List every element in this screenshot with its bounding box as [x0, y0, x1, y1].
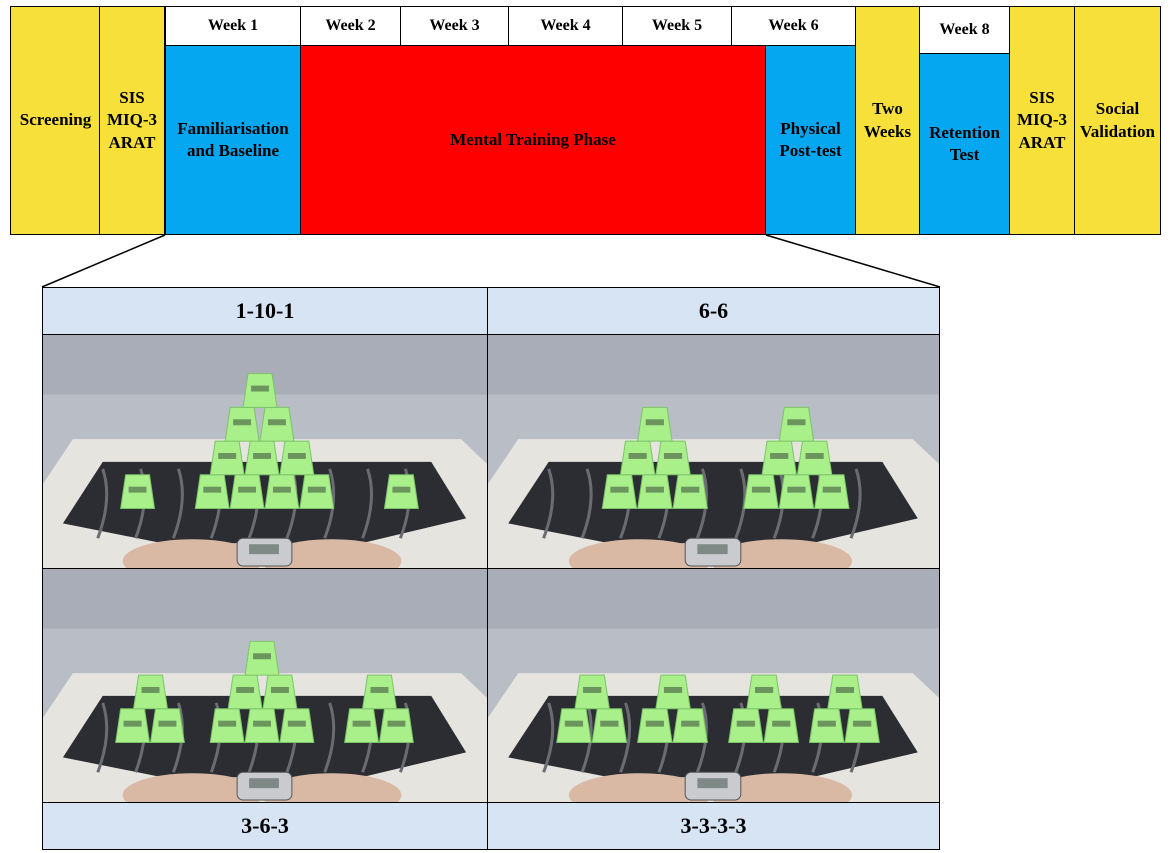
cup [619, 440, 656, 476]
week-5-header: Week 5 [622, 6, 732, 46]
photo-3-6-3 [42, 568, 488, 803]
pre-assessment-box: SIS MIQ-3 ARAT [99, 6, 165, 235]
social-validation-label: Social Validation [1080, 99, 1155, 141]
week-3-header: Week 3 [400, 6, 509, 46]
post-assessment-box: SIS MIQ-3 ARAT [1009, 6, 1075, 235]
familiarisation-box: Familiarisation and Baseline [165, 45, 301, 235]
week-6-header: Week 6 [731, 6, 856, 46]
left-connector-line [41, 234, 166, 288]
right-connector-line [765, 234, 941, 288]
week-1-header: Week 1 [165, 6, 301, 46]
screening-box: Screening [10, 6, 101, 235]
cup [778, 406, 815, 442]
cup [344, 708, 380, 744]
cup [574, 674, 610, 710]
week-8-header: Week 8 [919, 6, 1010, 54]
cup [728, 708, 764, 744]
cup [264, 474, 300, 510]
cup [259, 406, 295, 442]
cup [227, 674, 263, 710]
cup [844, 708, 880, 744]
mental-training-label: Mental Training Phase [450, 129, 616, 149]
cup [746, 674, 782, 710]
cup [637, 474, 673, 510]
physical-posttest-box: Physical Post-test [765, 45, 856, 235]
retention-test-box: Retention Test [919, 53, 1010, 235]
screening-label: Screening [19, 110, 92, 130]
cup [672, 474, 709, 510]
cup [194, 474, 230, 510]
cup [209, 708, 245, 744]
cup [655, 674, 691, 710]
cup [115, 708, 151, 744]
cup [814, 474, 850, 510]
cup [224, 406, 260, 442]
two-weeks-box: Two Weeks [855, 6, 920, 235]
cup [149, 708, 185, 744]
cup [244, 640, 280, 676]
cup [808, 708, 845, 744]
social-validation-box: Social Validation [1074, 6, 1161, 235]
cup [827, 674, 863, 710]
retention-test-label: Retention Test [929, 122, 1000, 164]
post-assessment-arat: ARAT [1018, 132, 1066, 152]
mental-training-box: Mental Training Phase [300, 45, 766, 235]
cup [120, 474, 156, 510]
cup [763, 708, 800, 744]
pre-assessment-sis: SIS [119, 88, 145, 108]
cup [279, 708, 315, 744]
cup [637, 708, 673, 744]
cup [378, 708, 414, 744]
photo-1-10-1 [42, 334, 488, 569]
week-2-header: Week 2 [300, 6, 401, 46]
cup [244, 708, 280, 744]
panel-label-6-6: 6-6 [487, 287, 940, 335]
post-assessment-miq3: MIQ-3 [1016, 110, 1068, 130]
cup [242, 373, 278, 408]
cup [244, 440, 280, 476]
panel-label-3-3-3-3: 3-3-3-3 [487, 802, 940, 850]
cup [637, 406, 673, 442]
week-4-header: Week 4 [508, 6, 623, 46]
photo-6-6 [487, 334, 940, 569]
cup [601, 474, 638, 510]
cup [655, 440, 691, 476]
cup [796, 440, 833, 476]
cup [761, 440, 798, 476]
cup [209, 440, 245, 476]
cup [133, 674, 169, 710]
cup [383, 474, 419, 510]
cup [743, 474, 779, 510]
pre-assessment-miq3: MIQ-3 [106, 110, 158, 130]
photo-3-3-3-3 [487, 568, 940, 803]
two-weeks-label: Two Weeks [863, 99, 912, 141]
cup [672, 708, 709, 744]
panel-label-1-10-1: 1-10-1 [42, 287, 488, 335]
cup [279, 440, 315, 476]
cup [262, 674, 298, 710]
cup [556, 708, 592, 744]
panel-label-3-6-3: 3-6-3 [42, 802, 488, 850]
cup [591, 708, 628, 744]
cup [229, 474, 265, 510]
pre-assessment-arat: ARAT [108, 132, 156, 152]
cup [778, 474, 815, 510]
physical-posttest-label: Physical Post-test [779, 118, 842, 160]
post-assessment-sis: SIS [1029, 88, 1055, 108]
cup [361, 674, 397, 710]
familiarisation-label: Familiarisation and Baseline [177, 118, 289, 160]
stack-mat [62, 461, 467, 544]
cup [299, 474, 335, 510]
